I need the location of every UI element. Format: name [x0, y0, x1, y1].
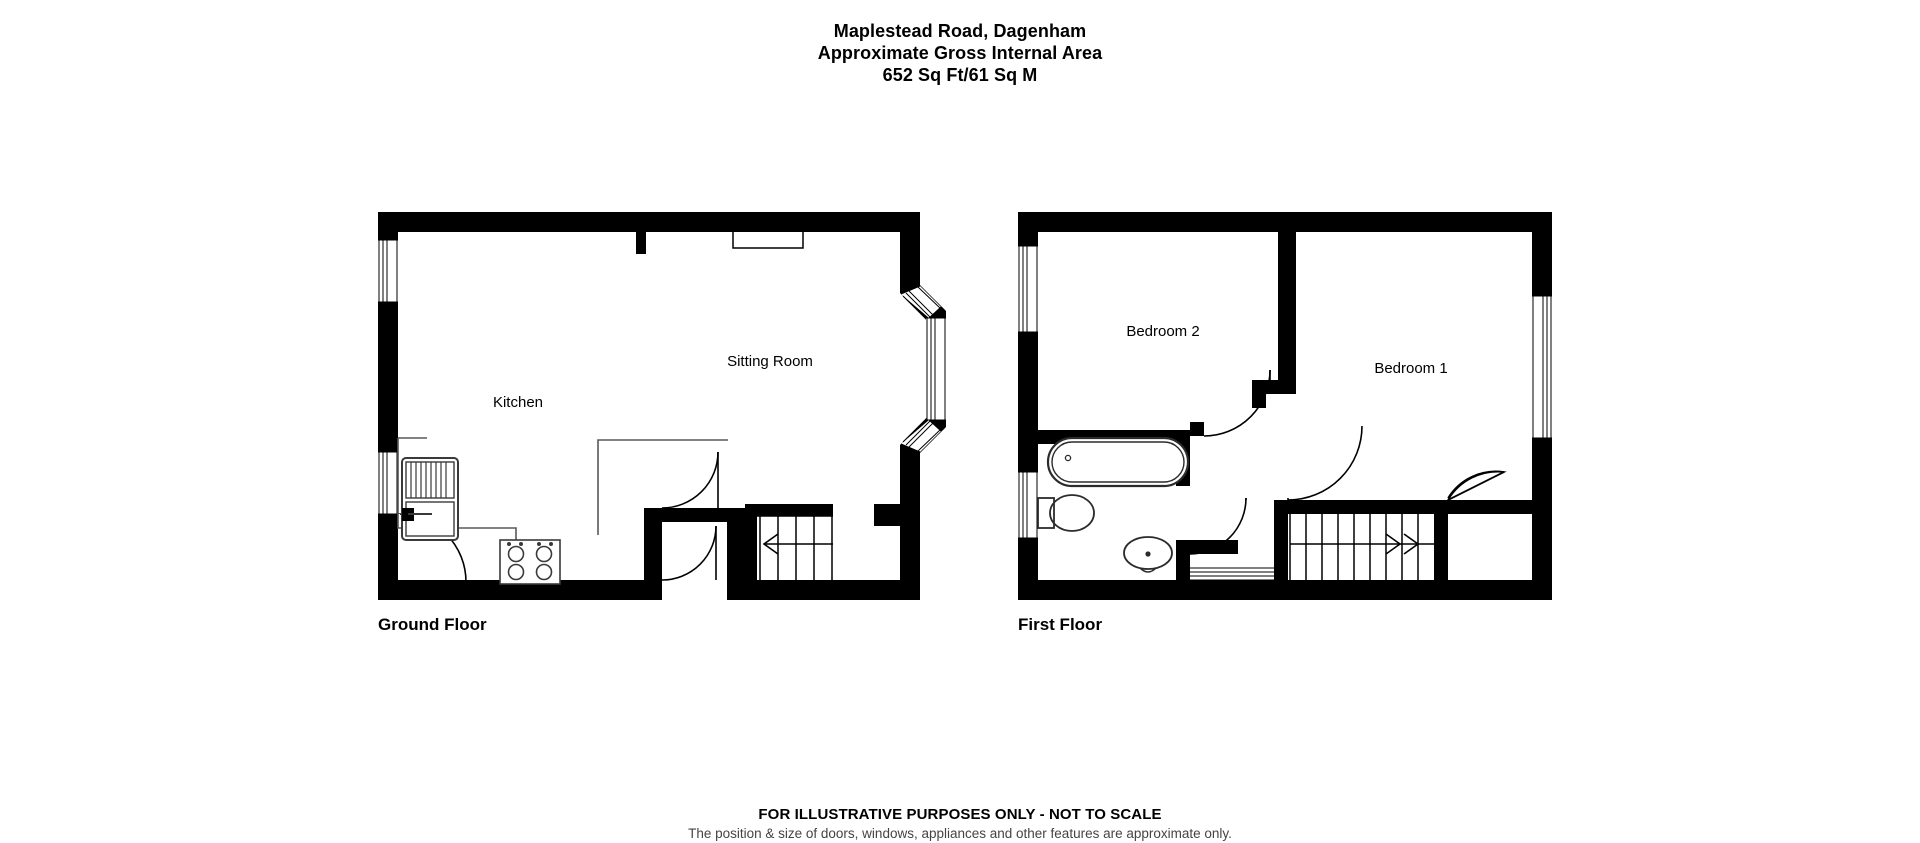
- bathroom-wall-right-lower: [1176, 552, 1190, 580]
- arrow-right-double-icon: [1385, 533, 1420, 555]
- cupboard-door: [1445, 470, 1507, 502]
- area-caption: Approximate Gross Internal Area: [817, 43, 1103, 63]
- ground-hall-wall-left: [644, 508, 662, 580]
- bathroom-door: [1189, 497, 1247, 555]
- kitchen-peninsula: [597, 439, 728, 535]
- ground-floor-label: Ground Floor: [378, 615, 487, 634]
- bedroom1-bottom-wall: [1448, 500, 1532, 514]
- ground-top-recess: [732, 232, 804, 249]
- bath: [1046, 436, 1190, 488]
- hob-four-ring: [499, 539, 561, 585]
- property-address: Maplestead Road, Dagenham: [833, 21, 1087, 41]
- title-block: Maplestead Road, Dagenham Approximate Gr…: [0, 20, 1920, 86]
- first-floor-label: First Floor: [1018, 615, 1102, 634]
- ground-left-window-upper: [378, 239, 398, 303]
- ground-stair-wall-right-nib: [874, 504, 900, 526]
- ground-top-wall-nib: [636, 232, 646, 254]
- ground-stair-wall-top: [745, 504, 833, 516]
- ground-hall-bottom-gap: [662, 572, 727, 600]
- wc: [1037, 494, 1095, 532]
- first-floor-plan: First Floor Bedroom 2 Bedroom 1: [1018, 212, 1552, 634]
- wash-basin: [1123, 536, 1173, 573]
- landing-bottom-threshold: [1190, 567, 1274, 581]
- first-left-window-bathroom-gap: [1018, 472, 1038, 538]
- room-label-bedroom-2: Bedroom 2: [1126, 323, 1199, 340]
- floorplan-page: Maplestead Road, Dagenham Approximate Gr…: [0, 20, 1920, 841]
- cupboard-enclosure-wall: [1274, 500, 1288, 580]
- kitchen-external-door-gap: [398, 514, 400, 580]
- ground-left-window-lower: [378, 451, 398, 515]
- first-right-window-bedroom1-gap: [1532, 296, 1552, 438]
- footer-block: FOR ILLUSTRATIVE PURPOSES ONLY - NOT TO …: [0, 805, 1920, 843]
- internal-door-hall: [661, 525, 717, 581]
- disclaimer-secondary: The position & size of doors, windows, a…: [688, 826, 1232, 841]
- ground-hall-wall-right: [727, 508, 745, 580]
- staircase-up: [757, 515, 833, 580]
- area-value: 652 Sq Ft/61 Sq M: [882, 65, 1038, 85]
- bathroom-window: [1018, 471, 1038, 539]
- first-stair-wall-right: [1434, 500, 1448, 580]
- ground-left-window-lower-gap: [378, 452, 398, 514]
- ground-hall-wall-top: [644, 508, 745, 522]
- internal-door-sitting-room: [661, 451, 719, 509]
- bay-window: [900, 285, 946, 453]
- ground-floor-plan: Ground Floor Kitchen Sitting Room: [378, 212, 946, 634]
- disclaimer-primary: FOR ILLUSTRATIVE PURPOSES ONLY - NOT TO …: [758, 806, 1162, 823]
- landing-wall-left-upper: [1190, 422, 1204, 436]
- room-label-kitchen: Kitchen: [493, 394, 543, 411]
- room-label-sitting-room: Sitting Room: [727, 353, 813, 370]
- bedroom2-door: [1203, 369, 1271, 437]
- floorplan-drawing: Ground Floor Kitchen Sitting Room: [378, 212, 1552, 634]
- bedroom1-landing-door: [1287, 425, 1363, 501]
- bedroom1-window: [1532, 295, 1552, 439]
- ground-left-window-upper-gap: [378, 240, 398, 302]
- sink-unit: [401, 457, 459, 541]
- first-left-window-bedroom2-gap: [1018, 246, 1038, 332]
- bedroom2-window: [1018, 245, 1038, 333]
- staircase-down: [1289, 514, 1434, 580]
- ground-stair-wall-left: [745, 504, 757, 580]
- room-label-bedroom-1: Bedroom 1: [1374, 360, 1447, 377]
- first-central-partition: [1278, 232, 1296, 380]
- landing-wall-nib: [1252, 380, 1296, 394]
- arrow-left-icon: [762, 533, 833, 555]
- landing-wall-nib-2: [1252, 394, 1266, 408]
- first-stair-wall-top: [1288, 500, 1448, 514]
